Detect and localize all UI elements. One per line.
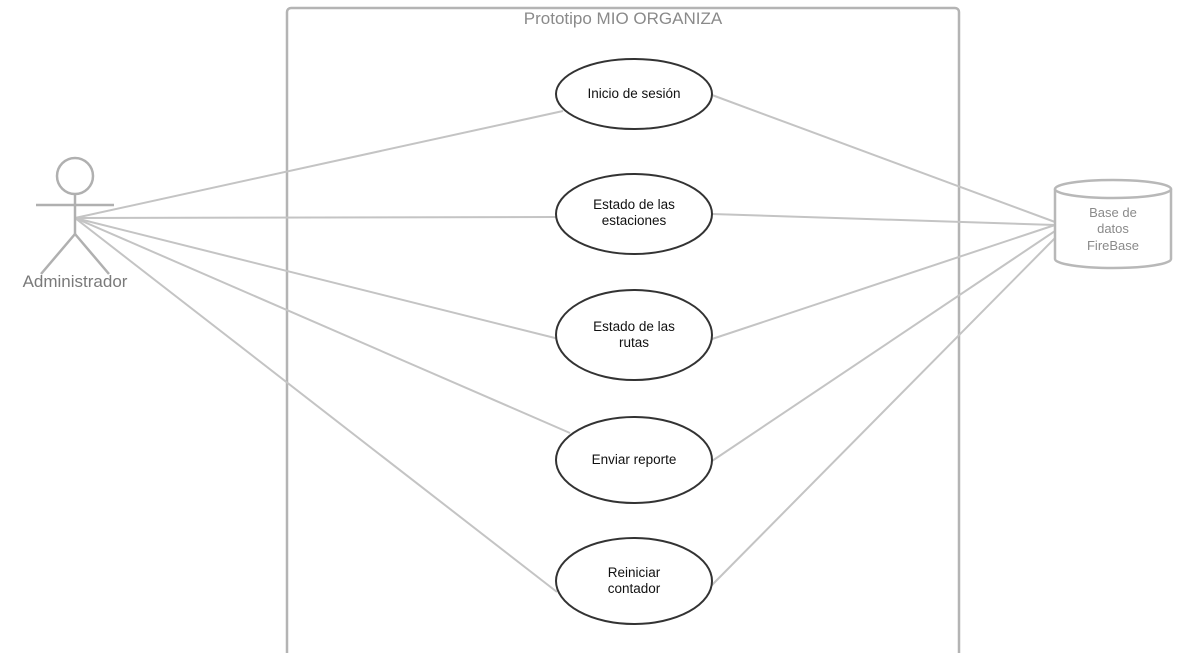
- use-case-ellipses: [555, 58, 713, 625]
- use-case-label-inicio-sesion: Inicio de sesión: [556, 62, 712, 126]
- association-actor-estado-estaciones: [74, 216, 557, 219]
- use-case-text: Enviar reporte: [591, 451, 677, 467]
- association-estado-estaciones-db: [711, 213, 1056, 226]
- association-inicio-sesion-db: [711, 94, 1056, 223]
- database-cylinder-icon: [1053, 178, 1173, 270]
- use-case-text: Estado de las estaciones: [593, 196, 675, 228]
- actor-head: [55, 156, 95, 196]
- association-actor-reiniciar-contador: [74, 217, 558, 593]
- system-title: Prototipo MIO ORGANIZA: [523, 9, 723, 28]
- database-body: [1053, 189, 1173, 270]
- database-top: [1053, 178, 1173, 200]
- association-enviar-reporte-db: [711, 228, 1059, 462]
- use-case-estado-rutas: [555, 289, 713, 381]
- system-boundary: [285, 6, 961, 653]
- association-reiniciar-contador-db: [711, 232, 1061, 586]
- use-case-estado-estaciones: [555, 173, 713, 255]
- association-actor-inicio-sesion: [74, 110, 564, 219]
- association-actor-enviar-reporte: [74, 217, 571, 434]
- use-case-text: Inicio de sesión: [587, 85, 681, 101]
- use-case-label-estado-rutas: Estado de las rutas: [556, 303, 712, 367]
- actor-associations: [74, 110, 571, 593]
- actor-label: Administrador: [22, 272, 128, 291]
- actor-figure-icon: [36, 156, 114, 275]
- use-case-enviar-reporte: [555, 416, 713, 504]
- database-label: Base de datos FireBase: [1086, 205, 1140, 253]
- use-case-inicio-sesion: [555, 58, 713, 130]
- association-estado-rutas-db: [711, 224, 1056, 340]
- use-case-text: Estado de las rutas: [593, 318, 675, 350]
- use-case-label-reiniciar-contador: Reiniciar contador: [556, 549, 712, 613]
- use-case-reiniciar-contador: [555, 537, 713, 625]
- use-case-text: Reiniciar contador: [607, 564, 661, 596]
- actor-left-leg: [40, 233, 76, 275]
- use-case-label-enviar-reporte: Enviar reporte: [556, 428, 712, 492]
- database-associations: [711, 94, 1061, 586]
- actor-right-leg: [74, 233, 110, 275]
- use-case-label-estado-estaciones: Estado de las estaciones: [556, 181, 712, 245]
- association-actor-estado-rutas: [74, 217, 560, 340]
